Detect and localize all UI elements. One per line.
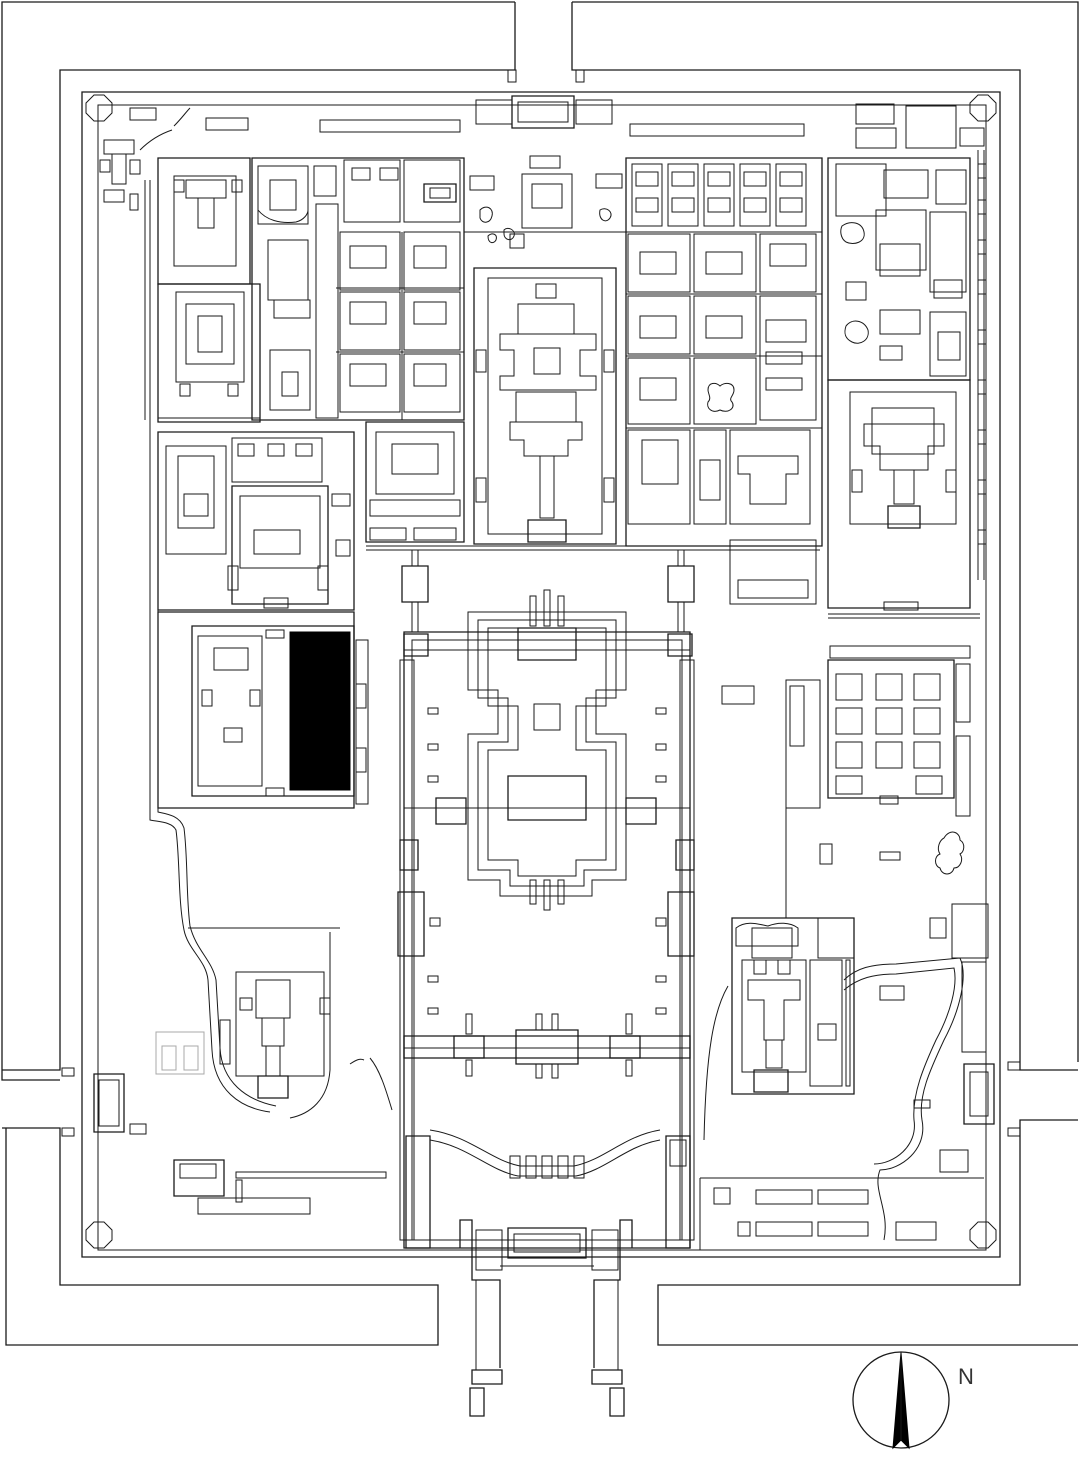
southwest-pavilion bbox=[156, 928, 392, 1118]
east-canal bbox=[844, 904, 994, 1240]
inner-court bbox=[474, 268, 616, 544]
north-gate bbox=[130, 96, 984, 150]
southeast-lower bbox=[700, 1150, 984, 1250]
north-label: N bbox=[958, 1364, 974, 1389]
east-palace bbox=[828, 380, 980, 658]
west-inner-courtyards bbox=[158, 422, 464, 610]
northeast-palaces bbox=[828, 158, 970, 380]
meridian-gate bbox=[460, 1220, 632, 1416]
east-strip bbox=[978, 150, 986, 580]
west-canal bbox=[150, 420, 276, 1112]
west-palaces bbox=[158, 158, 260, 422]
black-filled-block bbox=[290, 632, 350, 790]
southwest-hall bbox=[158, 612, 368, 808]
northwest-pavilions bbox=[100, 140, 150, 420]
southeast-palace bbox=[704, 918, 854, 1140]
inner-enclosure bbox=[82, 92, 1000, 1257]
imperial-garden bbox=[464, 156, 626, 248]
six-eastern-palaces bbox=[626, 158, 822, 604]
six-western-palaces bbox=[252, 158, 464, 420]
southwest-lower bbox=[94, 1074, 386, 1214]
east-middle bbox=[820, 832, 964, 874]
outer-court bbox=[398, 590, 694, 1248]
east-grid bbox=[722, 660, 970, 918]
outer-wall bbox=[2, 2, 1078, 1345]
north-arrow-icon bbox=[853, 1352, 949, 1448]
central-walkways bbox=[366, 546, 820, 632]
